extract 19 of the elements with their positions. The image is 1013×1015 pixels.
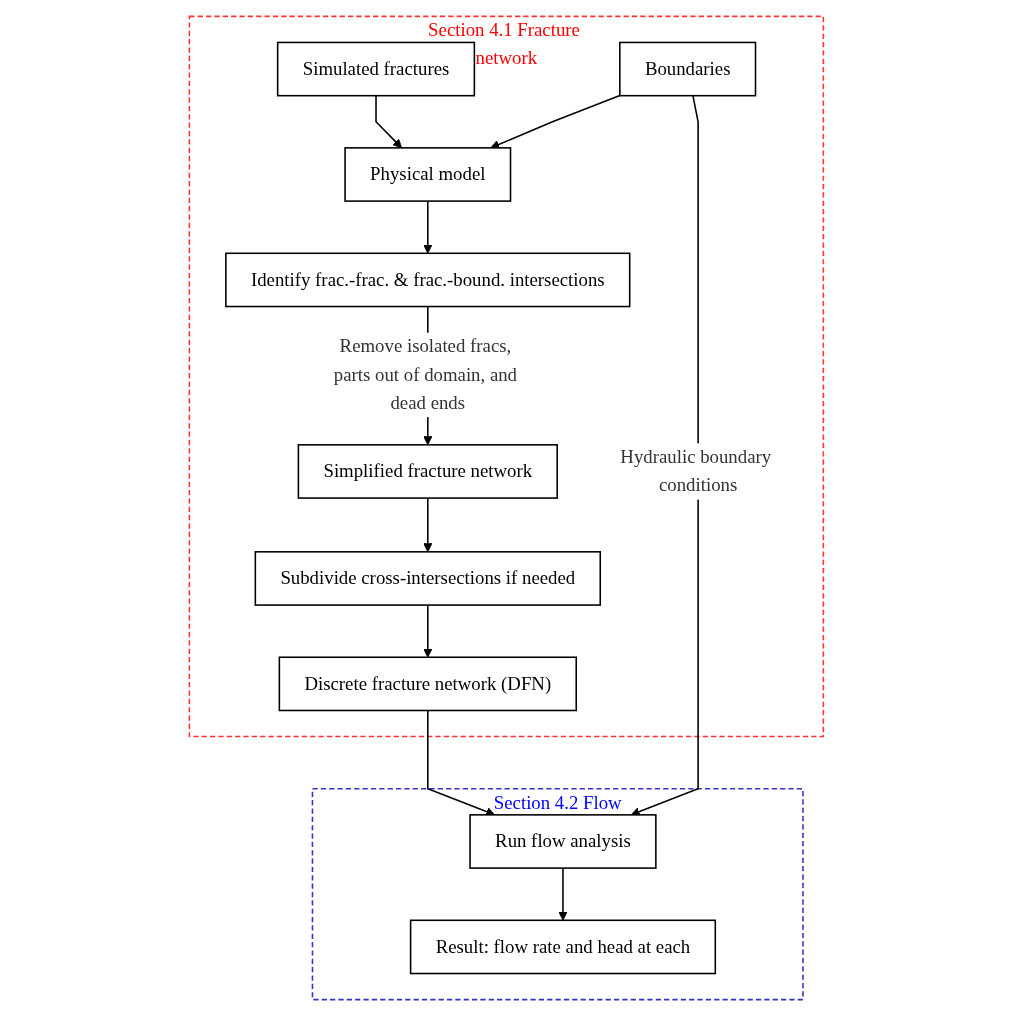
node-box: Result: flow rate and head at each bbox=[409, 919, 717, 974]
edge-label: Hydraulic boundary conditions bbox=[620, 445, 772, 495]
node-box: Simplified fracture network bbox=[297, 443, 559, 499]
arrow bbox=[423, 496, 433, 552]
node-box: Run flow analysis bbox=[469, 813, 657, 869]
node-box: Physical model bbox=[344, 146, 512, 202]
node-box: Identify frac.-frac. & frac.-bound. intersections bbox=[225, 252, 631, 307]
node-box: Discrete fracture network (DFN) bbox=[278, 655, 578, 711]
arrow bbox=[630, 94, 700, 816]
arrow bbox=[490, 94, 621, 149]
arrow bbox=[558, 866, 568, 921]
arrow bbox=[375, 94, 403, 148]
arrow bbox=[427, 709, 496, 816]
arrow bbox=[423, 199, 433, 254]
arrow bbox=[423, 603, 433, 658]
node-box: Simulated fractures bbox=[277, 41, 476, 96]
node-box: Boundaries bbox=[619, 41, 757, 96]
edge-label: Remove isolated fracs, parts out of domain, and dead ends bbox=[334, 335, 518, 413]
node-box: Subdivide cross-intersections if needed bbox=[254, 550, 602, 606]
